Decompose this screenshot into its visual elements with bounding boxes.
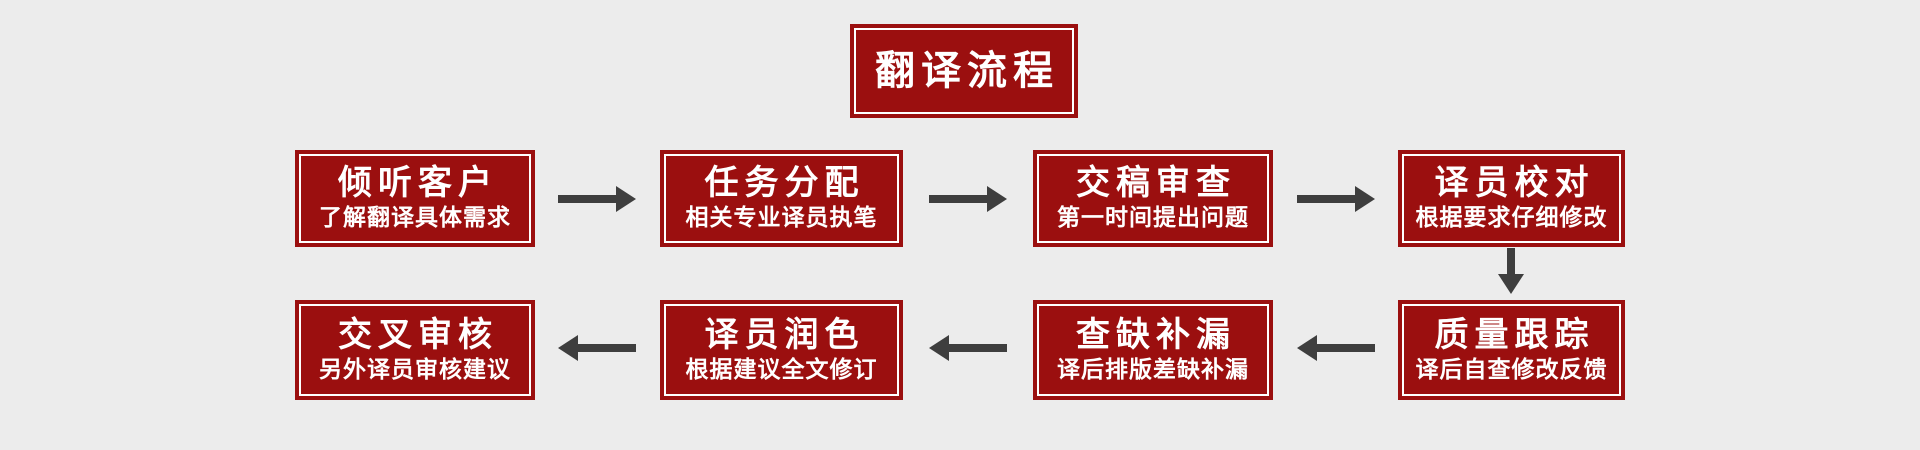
step-subtitle: 相关专业译员执笔 xyxy=(685,205,878,232)
flow-step-task-assignment: 任务分配 相关专业译员执笔 xyxy=(660,150,903,247)
step-title: 任务分配 xyxy=(704,163,865,204)
step-subtitle: 根据建议全文修订 xyxy=(685,356,878,383)
step-title: 译员润色 xyxy=(704,314,865,355)
flow-step-submission-review: 交稿审查 第一时间提出问题 xyxy=(1033,150,1273,247)
flow-step-cross-review: 交叉审核 另外译员审核建议 xyxy=(295,300,535,400)
step-subtitle: 第一时间提出问题 xyxy=(1057,205,1249,232)
arrow-down-icon xyxy=(1498,248,1524,294)
arrow-right-icon xyxy=(929,186,1007,212)
step-title: 查缺补漏 xyxy=(1076,314,1236,355)
step-title: 译员校对 xyxy=(1434,163,1595,204)
arrow-right-icon xyxy=(558,186,636,212)
flow-step-quality-tracking: 质量跟踪 译后自查修改反馈 xyxy=(1398,300,1625,400)
arrow-left-icon xyxy=(558,335,636,361)
flow-step-translator-polishing: 译员润色 根据建议全文修订 xyxy=(660,300,903,400)
step-subtitle: 译后自查修改反馈 xyxy=(1415,356,1608,383)
diagram-title: 翻译流程 xyxy=(875,48,1059,94)
step-subtitle: 译后排版差缺补漏 xyxy=(1057,356,1249,383)
arrow-left-icon xyxy=(929,335,1007,361)
step-subtitle: 根据要求仔细修改 xyxy=(1415,205,1608,232)
step-title: 倾听客户 xyxy=(338,163,498,204)
step-title: 交稿审查 xyxy=(1076,163,1236,204)
arrow-right-icon xyxy=(1297,186,1375,212)
step-title: 交叉审核 xyxy=(338,314,498,355)
step-title: 质量跟踪 xyxy=(1434,314,1595,355)
step-subtitle: 了解翻译具体需求 xyxy=(319,205,511,232)
flow-step-gap-check: 查缺补漏 译后排版差缺补漏 xyxy=(1033,300,1273,400)
diagram-title-frame: 翻译流程 xyxy=(854,28,1074,114)
step-subtitle: 另外译员审核建议 xyxy=(319,356,511,383)
flow-step-listen-customer: 倾听客户 了解翻译具体需求 xyxy=(295,150,535,247)
diagram-title-box: 翻译流程 xyxy=(850,24,1078,118)
flow-step-translator-proofreading: 译员校对 根据要求仔细修改 xyxy=(1398,150,1625,247)
arrow-left-icon xyxy=(1297,335,1375,361)
